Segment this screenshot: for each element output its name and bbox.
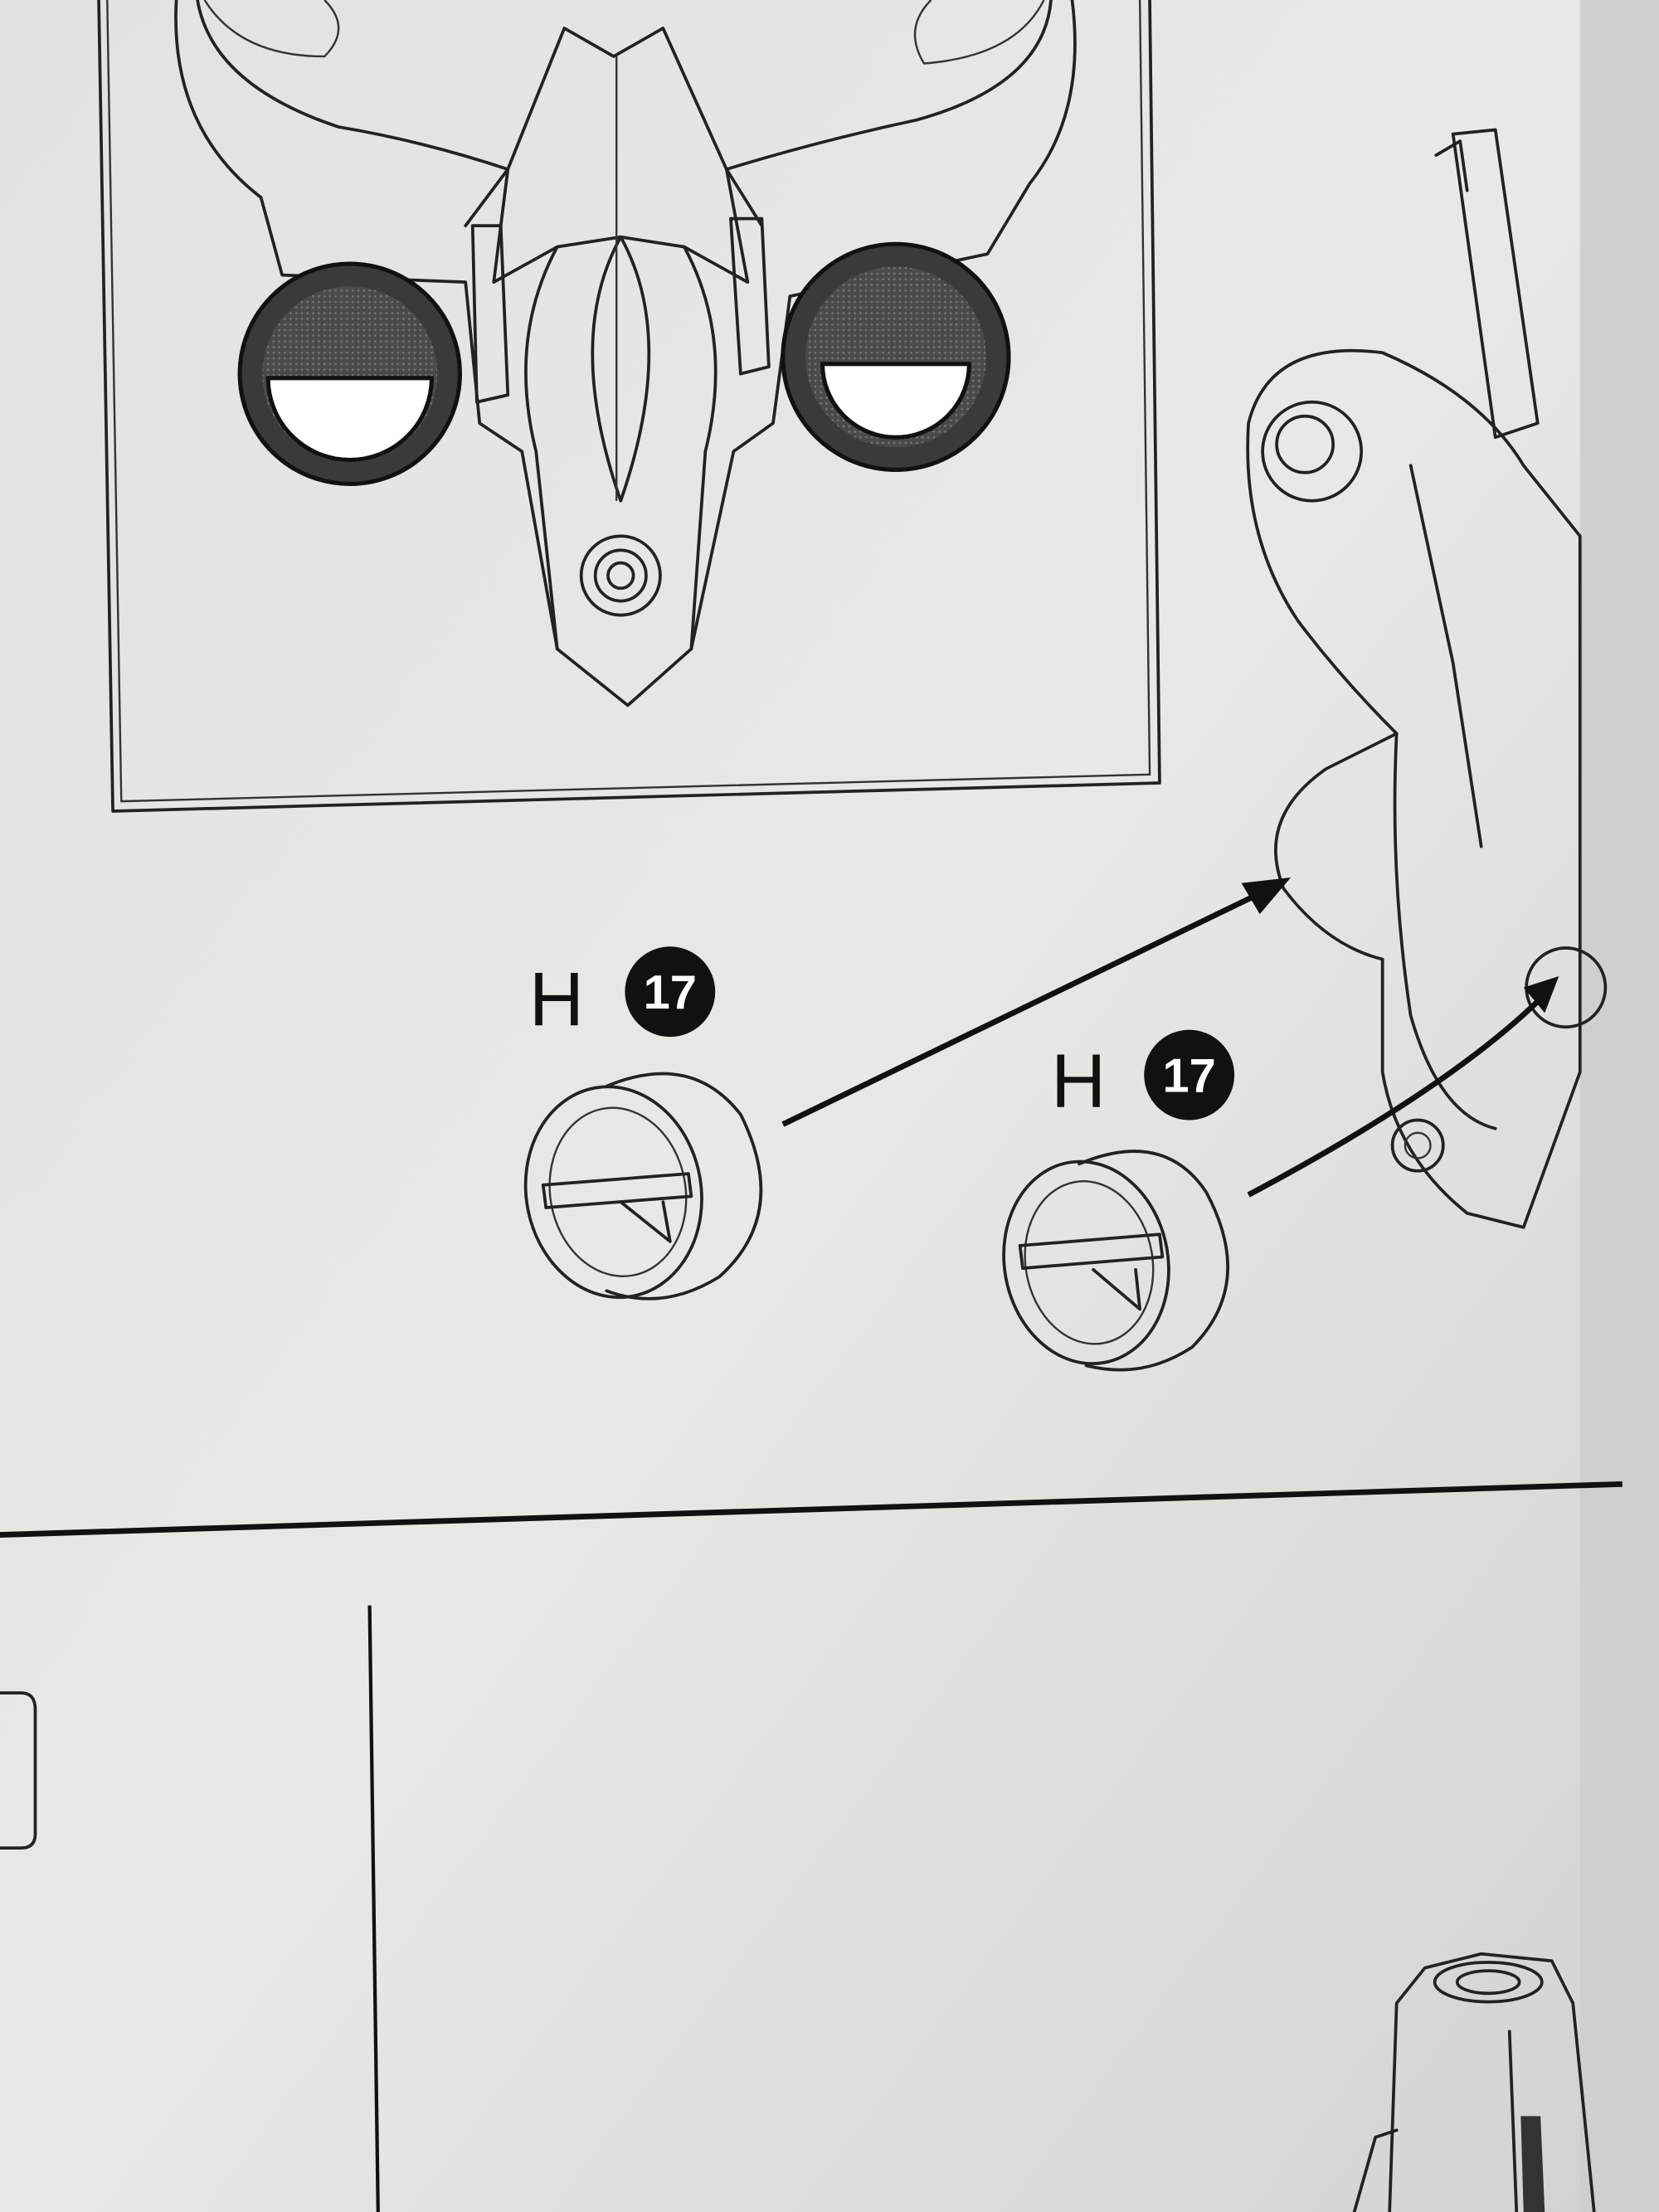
part-number: 17 [1163,1049,1216,1102]
wheel-part-h17-left [523,1072,763,1300]
part-number-badge [1144,1029,1235,1121]
part-letter: H [529,958,584,1043]
part-label-h17-right: H 17 [1051,1029,1235,1124]
robot-side-view [1246,128,1608,1229]
part-number: 17 [644,966,697,1019]
robot-front-view [174,0,1077,707]
page-edge [1579,0,1659,2212]
wheel-part-h17-right [1002,1150,1229,1372]
part-label-h17-left: H 17 [529,946,716,1043]
wheel-left [237,261,462,486]
column-divider [367,1605,380,2212]
bottom-left-frame [0,1691,37,1850]
part-number-badge [625,946,716,1038]
robot-part-bottom-right [1352,1952,1596,2212]
assembly-arrows [781,877,1559,1198]
section-divider [0,1480,1623,1538]
wheel-right [781,241,1011,472]
top-diagram-panel [97,0,1161,813]
part-letter: H [1051,1039,1106,1124]
